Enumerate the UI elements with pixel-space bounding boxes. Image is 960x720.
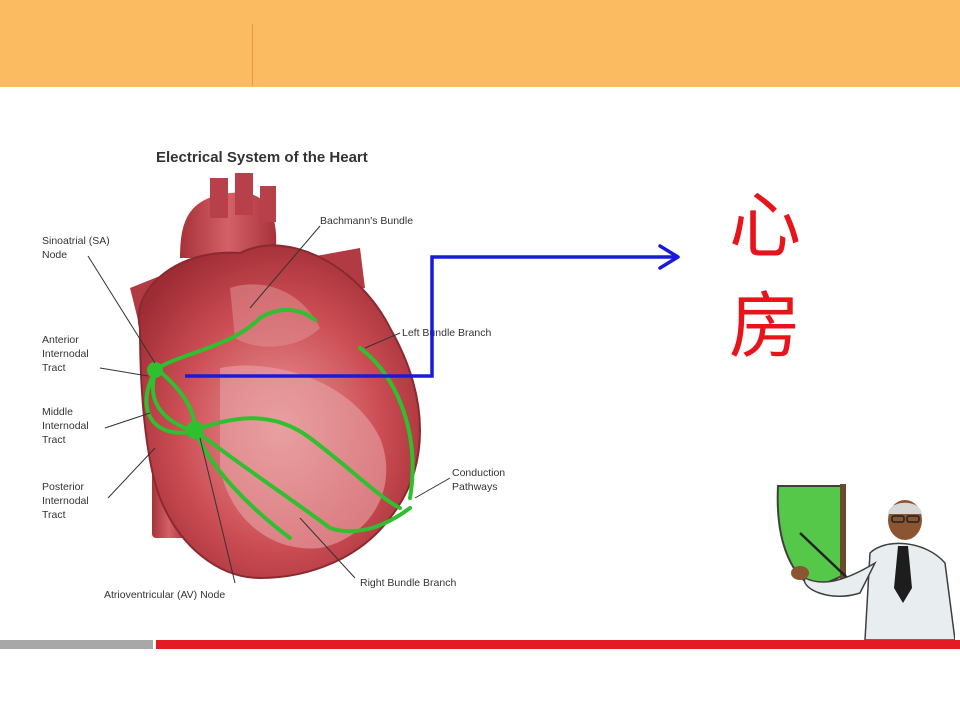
label-av-node: Atrioventricular (AV) Node <box>104 589 225 601</box>
annotation-char-2: 房 <box>728 284 801 368</box>
heart-diagram: Electrical System of the Heart Sinoatria… <box>42 149 505 601</box>
label-anterior-3: Tract <box>42 362 66 374</box>
label-posterior-2: Internodal <box>42 495 89 507</box>
label-sa-node-2: Node <box>42 249 67 261</box>
label-bachmann: Bachmann's Bundle <box>320 215 413 227</box>
sa-node-marker <box>147 362 163 378</box>
ventricle-chamber <box>220 365 387 549</box>
footer-bar-grey <box>0 640 153 649</box>
label-right-bundle: Right Bundle Branch <box>360 577 456 589</box>
teacher-pointing-icon <box>776 484 955 640</box>
label-sa-node-1: Sinoatrial (SA) <box>42 235 110 247</box>
artery-branch-1 <box>210 178 228 218</box>
footer-bar-red <box>156 640 960 649</box>
header-band <box>0 0 960 87</box>
label-posterior-3: Tract <box>42 509 66 521</box>
label-posterior-1: Posterior <box>42 481 85 493</box>
header-divider <box>252 24 253 86</box>
artery-branch-3 <box>260 186 276 222</box>
label-middle-2: Internodal <box>42 420 89 432</box>
annotation-char-1: 心 <box>728 184 801 268</box>
label-anterior-2: Internodal <box>42 348 89 360</box>
av-node-marker <box>186 421 204 439</box>
label-left-bundle: Left Bundle Branch <box>402 327 491 339</box>
label-anterior-1: Anterior <box>42 334 79 346</box>
diagram-title: Electrical System of the Heart <box>156 149 368 166</box>
label-middle-3: Tract <box>42 434 66 446</box>
label-middle-1: Middle <box>42 406 73 418</box>
label-conduction-1: Conduction <box>452 467 505 479</box>
artery-branch-2 <box>235 173 253 215</box>
label-conduction-2: Pathways <box>452 481 498 493</box>
